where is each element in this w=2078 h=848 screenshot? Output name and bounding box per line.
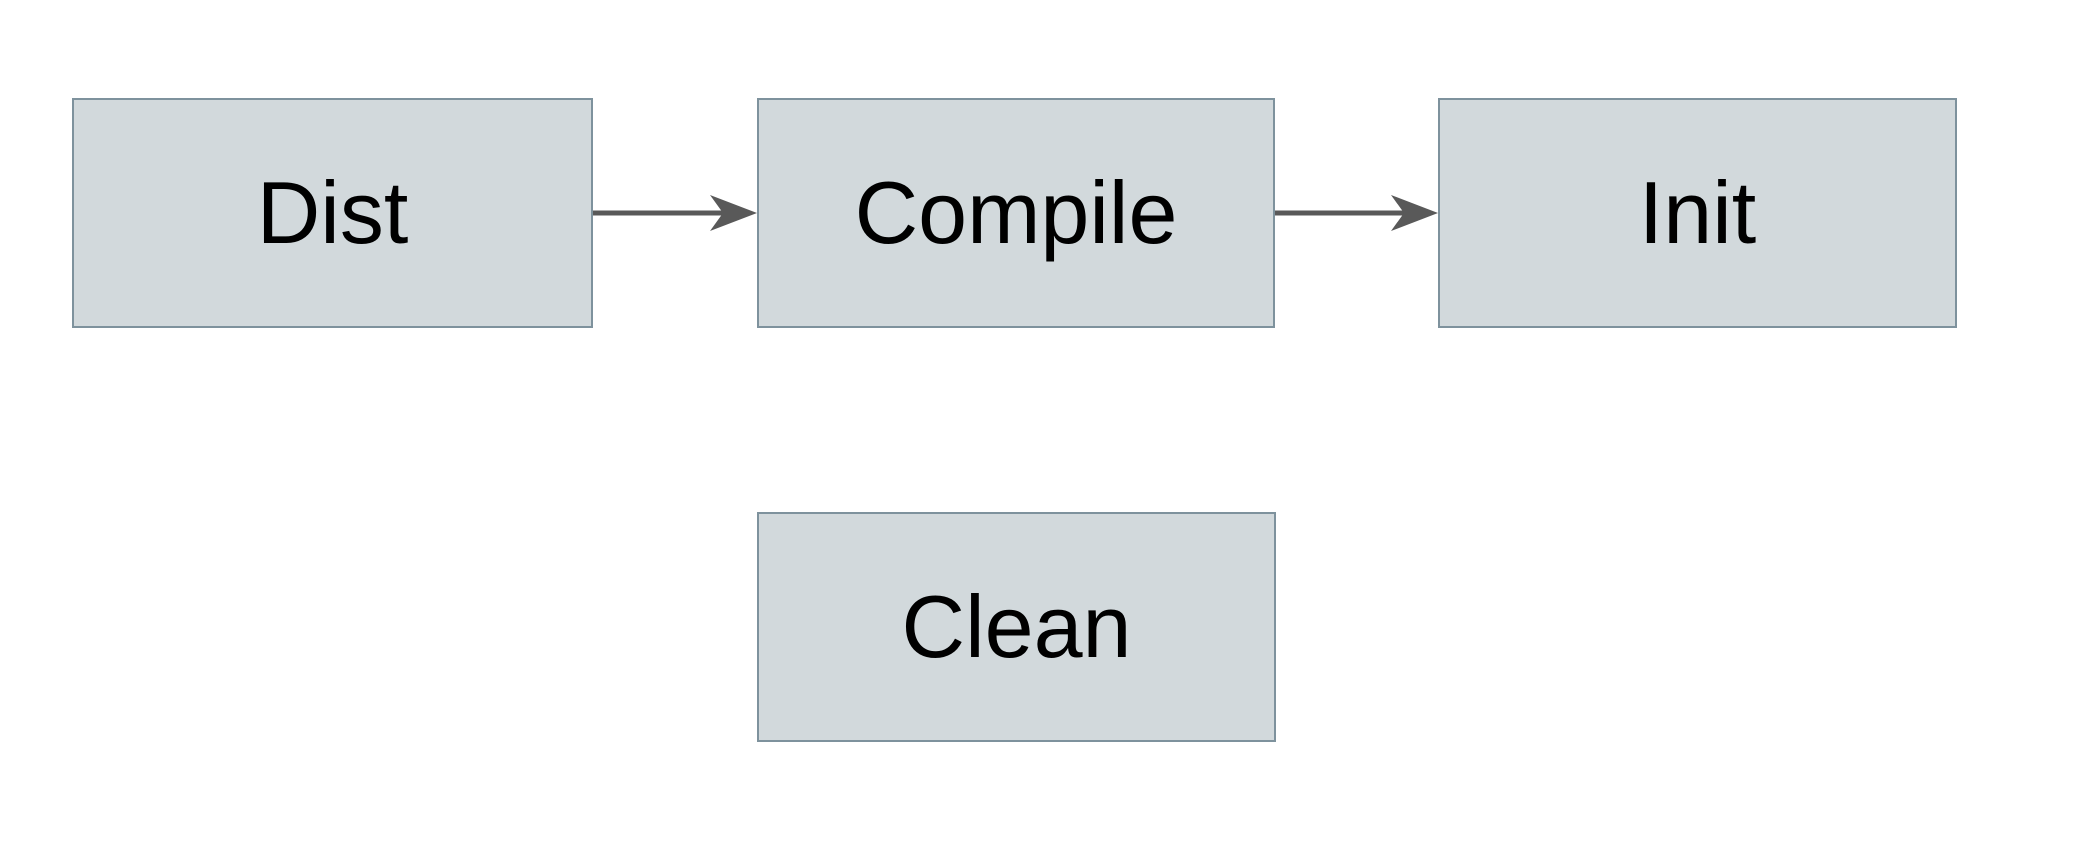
node-dist-label: Dist [256,163,409,262]
node-clean: Clean [757,512,1276,742]
node-compile: Compile [757,98,1275,328]
arrow-compile-to-init-icon [1275,195,1438,231]
node-init: Init [1438,98,1957,328]
arrow-dist-to-compile-icon [593,195,757,231]
arrow-head [1391,195,1438,231]
node-clean-label: Clean [901,577,1132,676]
arrow-head [710,195,757,231]
node-init-label: Init [1638,163,1757,262]
node-compile-label: Compile [854,163,1178,262]
node-dist: Dist [72,98,593,328]
